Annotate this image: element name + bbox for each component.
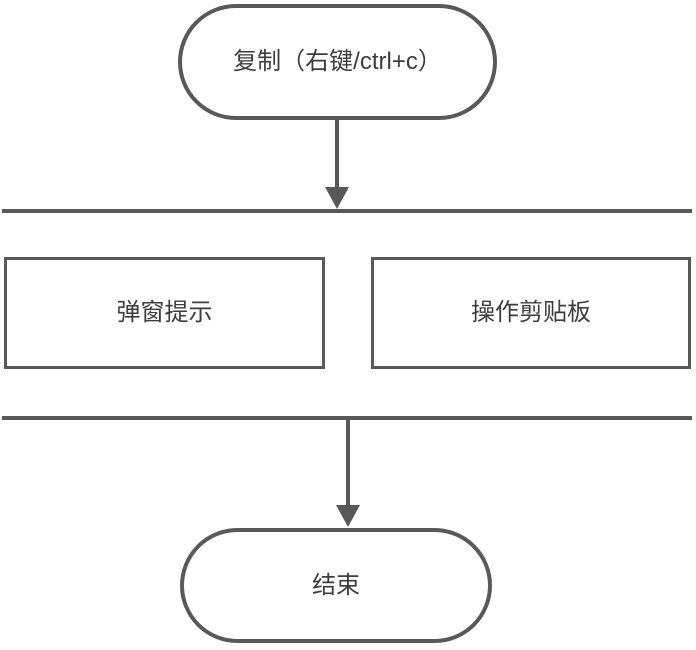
node-start-label: 复制（右键/ctrl+c） [233,48,442,75]
node-end: 结束 [180,528,492,643]
node-clipboard: 操作剪贴板 [371,257,691,369]
node-popup: 弹窗提示 [4,257,325,369]
edge-start-to-fork [335,120,339,188]
join-bar [2,416,692,420]
fork-bar [2,209,692,213]
node-clipboard-label: 操作剪贴板 [471,299,591,326]
edge-join-to-end [346,420,350,506]
node-end-label: 结束 [312,571,360,599]
node-popup-label: 弹窗提示 [116,299,213,326]
node-start: 复制（右键/ctrl+c） [178,4,497,120]
arrow-down-icon [325,187,349,209]
arrow-down-icon [336,505,360,527]
